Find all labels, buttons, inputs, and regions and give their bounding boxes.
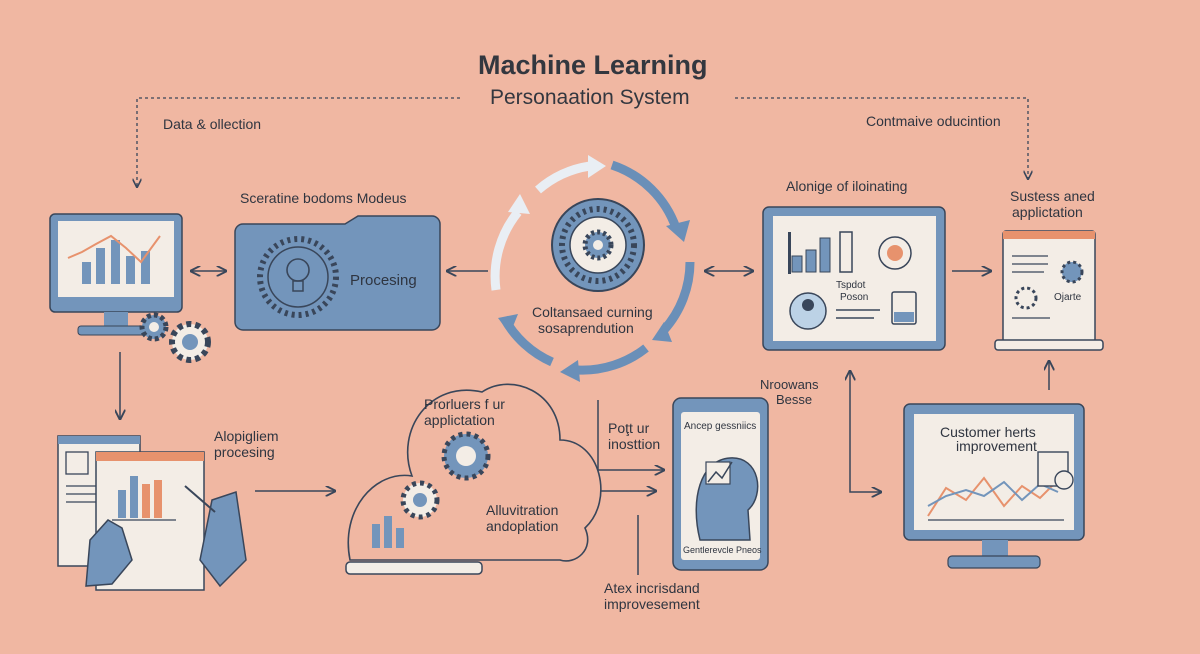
gears-icon xyxy=(139,312,211,363)
label-producers-2: applictation xyxy=(424,412,495,428)
label-post-1: Poţt ur xyxy=(608,420,650,436)
label-algorithm-1: Alopigliem xyxy=(214,428,279,444)
label-success-2: applictation xyxy=(1012,204,1083,220)
label-tablet-name-2: Poson xyxy=(840,292,869,303)
documents-analysis-icon xyxy=(57,435,247,591)
cycle-gear-icon xyxy=(551,198,645,292)
label-success-1: Sustess aned xyxy=(1010,188,1095,204)
label-alivi-2: andoplation xyxy=(486,518,559,534)
diagram-title: Machine Learning xyxy=(478,50,708,80)
label-customer-2: improvement xyxy=(956,438,1037,454)
customer-insights-monitor-icon xyxy=(903,403,1085,569)
label-phone-bottom: Gentlerevcle Pneos xyxy=(683,545,762,555)
label-scheduling: Sceratine bodoms Modeus xyxy=(240,190,407,206)
diagram-subtitle: Personaation System xyxy=(490,86,690,109)
label-post-2: inosttion xyxy=(608,436,661,452)
label-processing: Procesing xyxy=(350,272,417,289)
label-atex-1: Atex incrisdand xyxy=(604,580,700,596)
laptop-icon xyxy=(994,230,1104,351)
label-data-collection: Data & ollection xyxy=(163,116,262,132)
label-nroowans-1: Nroowans xyxy=(760,377,819,392)
label-continuous: Contmaive oducintion xyxy=(866,113,1001,129)
analytics-monitor-icon xyxy=(49,213,183,336)
label-alongside: Alonige of iloinating xyxy=(786,178,908,194)
dashboard-tablet-icon xyxy=(762,206,946,351)
cloud-platform-icon xyxy=(345,383,602,575)
label-producers-1: Prorluers f ur xyxy=(424,396,505,412)
label-cycle-2: sosaprendution xyxy=(538,320,634,336)
title-connector-dotted xyxy=(137,97,1028,186)
label-algorithm-2: procesing xyxy=(214,444,275,460)
flow-arrows xyxy=(120,271,1049,575)
mobile-phone-icon xyxy=(672,397,769,571)
label-laptop-tag: Ojarte xyxy=(1054,292,1082,303)
label-tablet-name-1: Tspdot xyxy=(836,280,866,291)
label-cycle-1: Coltansaed curning xyxy=(532,304,653,320)
label-nroowans-2: Besse xyxy=(776,392,813,407)
processing-panel xyxy=(234,215,441,331)
label-phone-top: Ancep gessniics xyxy=(684,421,757,432)
label-customer-1: Customer herts xyxy=(940,424,1036,440)
label-atex-2: improvesement xyxy=(604,596,700,612)
cycle-arrowheads xyxy=(498,155,690,382)
label-alivi-1: Alluvitration xyxy=(486,502,559,518)
